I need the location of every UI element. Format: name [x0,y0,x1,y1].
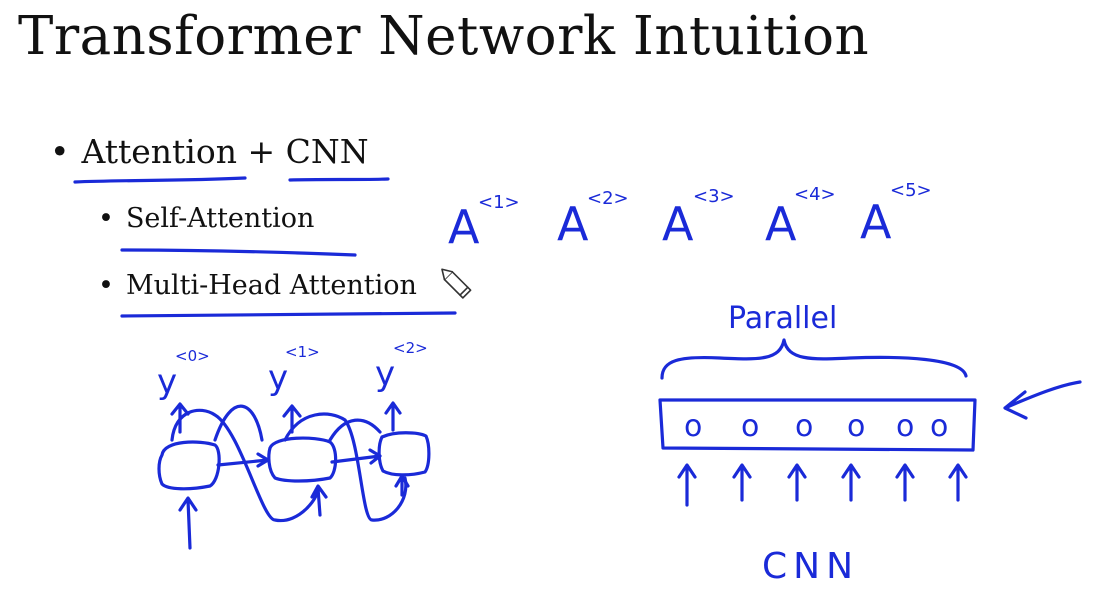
parallel-brace [660,338,968,380]
y-label-2: y [375,354,395,394]
cnn-arrow-4 [841,463,861,502]
left-arrow-icon [1003,380,1082,420]
bullet-multi-head-attention: • Multi-Head Attention [98,270,417,301]
bullet-plus: + [247,132,276,171]
swoop-2 [213,404,264,442]
a-sup-3: <3> [693,186,735,207]
arrow-up-y2 [384,401,402,432]
cnn-cell-5: o [896,409,914,444]
underline-multi-head [120,311,457,318]
rnn-diagram: y <0> y <1> y <2> [157,339,431,550]
rnn-cell-3 [377,431,431,477]
cnn-arrow-5 [895,463,915,502]
y-label-0: y [157,362,177,402]
a-label-1: A [448,200,480,254]
cnn-arrow-3 [787,463,807,502]
a-labels: A <1> A <2> A <3> A <4> A <5> [448,180,932,254]
a-label-4: A [765,197,797,251]
rnn-cell-2 [267,436,338,483]
a-sup-4: <4> [794,184,836,205]
cnn-arrow-1 [677,463,697,507]
bullet-dot: • [98,203,114,234]
cnn-cell-4: o [847,409,865,444]
bullet-dot: • [98,270,114,301]
bullet-self-attention-text: Self-Attention [125,203,315,234]
underline-self-attention [120,248,357,257]
arrow-in-3 [394,474,410,497]
a-sup-5: <5> [890,180,932,201]
bullet-self-attention: • Self-Attention [98,203,314,234]
y-label-1: y [268,358,288,398]
swoop-1 [170,408,320,523]
swoop-4 [328,418,382,442]
bullet-multi-head-text: Multi-Head Attention [125,270,417,301]
cnn-label: CNN [762,546,859,587]
swoop-3 [283,412,408,522]
cnn-cell-2: o [741,409,759,444]
slide-title: Transformer Network Intuition [18,6,870,67]
cnn-cell-1: o [684,409,702,444]
underline-cnn [288,177,390,182]
cnn-cell-6: o [930,409,948,444]
cnn-cell-3: o [795,409,813,444]
underline-attention [73,176,247,184]
parallel-label: Parallel [728,301,837,336]
bullet-attention-cnn: • Attention + CNN [50,132,369,171]
y-sup-0: <0> [175,347,210,365]
cnn-box [658,398,977,452]
bullet-attention-text: Attention [81,132,237,171]
bullet-cnn-text: CNN [285,132,369,171]
y-sup-1: <1> [285,343,320,361]
arrow-in-1 [178,496,198,550]
rnn-cell-1 [157,440,221,491]
link-1-2 [216,452,270,468]
a-sup-1: <1> [478,192,520,213]
a-label-3: A [662,197,694,251]
y-sup-2: <2> [393,339,428,357]
cnn-diagram: Parallel o o o o o o CNN [658,301,1082,587]
arrow-in-2 [310,484,328,517]
bullet-dot: • [50,132,70,171]
a-sup-2: <2> [587,188,629,209]
cnn-arrow-6 [948,463,968,502]
a-label-2: A [557,197,589,251]
pencil-icon [441,268,472,299]
a-label-5: A [860,195,892,249]
cnn-arrow-2 [732,463,752,502]
